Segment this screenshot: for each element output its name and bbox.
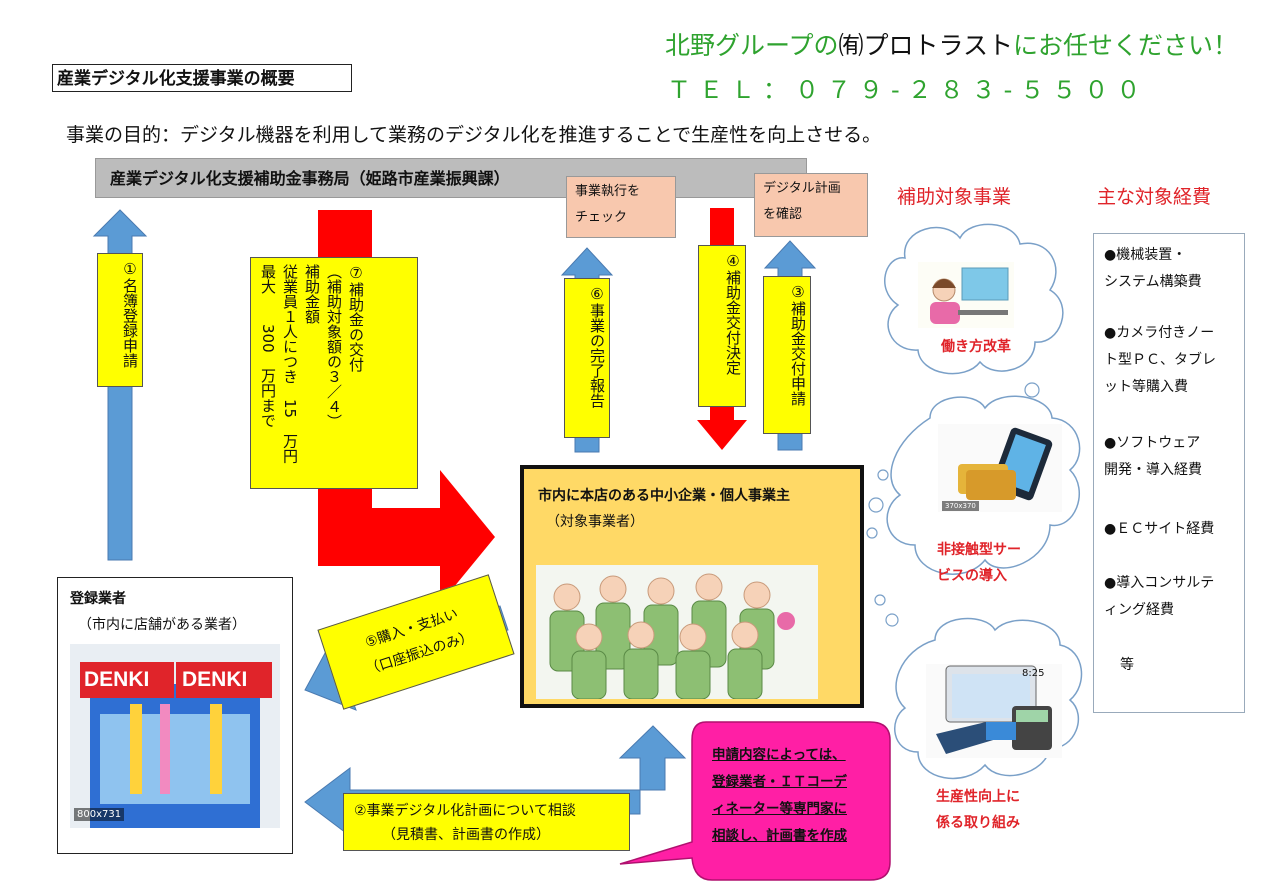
step7-line-1: ⑦補助金の交付 [347, 264, 365, 372]
expense-item-4: ●ＥＣサイト経費 [1104, 516, 1240, 543]
expense-1-line1: ●機械装置・ [1104, 247, 1187, 263]
store-sign-left: DENKI [84, 668, 150, 691]
step7-box: ⑦補助金の交付 （補助対象額の３／４） 補助金額 従業員１人につき 15 万円 … [250, 257, 418, 489]
step4-label: ④補助金交付決定 [698, 245, 746, 407]
expenses-box: ●機械装置・ システム構築費 ●カメラ付きノー ト型ＰＣ、タブレ ット等購入費 … [1093, 233, 1245, 713]
callout-line-1: 申請内容によっては、 [712, 747, 846, 763]
target-box: 市内に本店のある中小企業・個人事業主 （対象事業者） [520, 465, 864, 708]
work-style-illustration [918, 262, 1014, 328]
expense-4-line1: ●ＥＣサイト経費 [1104, 521, 1215, 537]
category-2-line2: ビスの導入 [937, 568, 1007, 584]
step2-line1: ②事業デジタル化計画について相談 [354, 803, 576, 819]
purpose-text: 事業の目的：デジタル機器を利用して業務のデジタル化を推進することで生産性を向上さ… [66, 124, 882, 146]
step3-label: ③補助金交付申請 [763, 276, 811, 434]
category-1-label: 働き方改革 [941, 339, 1011, 355]
category-3-line1: 生産性向上に [936, 789, 1020, 805]
expenses-title: 主な対象経費 [1097, 186, 1212, 208]
check-box: 事業執行を チェック [566, 176, 676, 238]
step1-label: ①名簿登録申請 [97, 253, 143, 387]
brand-company: ㈲プロトラスト [838, 31, 1014, 60]
expense-1-line2: システム構築費 [1104, 274, 1202, 290]
step7-line-4: 従業員１人につき 15 万円 [281, 264, 299, 464]
step2-line2: （見積書、計画書の作成） [382, 827, 550, 843]
expense-item-3: ●ソフトウェア 開発・導入経費 [1104, 430, 1240, 484]
vendor-image-size: 800x731 [74, 808, 125, 821]
contactless-image-size: 370x370 [942, 501, 979, 511]
step6-label: ⑥事業の完了報告 [564, 278, 610, 438]
productivity-illustration [926, 664, 1062, 758]
plan-box: デジタル計画 を確認 [754, 173, 868, 237]
callout-line-2: 登録業者・ＩＴコーデ [712, 774, 847, 790]
target-title: 市内に本店のある中小企業・個人事業主 [538, 488, 790, 504]
expense-item-2: ●カメラ付きノー ト型ＰＣ、タブレ ット等購入費 [1104, 320, 1240, 401]
page-title: 産業デジタル化支援事業の概要 [52, 64, 352, 92]
category-3-label: 生産性向上に 係る取り組み [936, 784, 1020, 836]
expense-item-5: ●導入コンサルテ ィング経費 [1104, 570, 1240, 624]
category-3-line2: 係る取り組み [936, 815, 1020, 831]
callout-line-4: 相談し、計画書を作成 [712, 828, 847, 844]
store-sign-right: DENKI [182, 668, 248, 691]
expense-3-line1: ●ソフトウェア [1104, 435, 1201, 451]
consult-up-arrow [618, 725, 687, 791]
brand-line: 北野グループの㈲プロトラストにお任せください！ [665, 26, 1238, 62]
vendor-title: 登録業者 [70, 591, 126, 607]
step2-label: ②事業デジタル化計画について相談 （見積書、計画書の作成） [343, 793, 630, 851]
step7-line-2: （補助対象額の３／４） [325, 264, 343, 429]
expense-2-line2: ト型ＰＣ、タブレ [1104, 352, 1216, 368]
office-bar: 産業デジタル化支援補助金事務局（姫路市産業振興課） [95, 158, 807, 198]
callout-line-3: ィネーター等専門家に [712, 801, 847, 817]
brand-suffix: にお任せください！ [1013, 31, 1239, 60]
expense-item-6: 等 [1120, 652, 1256, 679]
category-2-line1: 非接触型サー [937, 542, 1021, 558]
category-2-label: 非接触型サー ビスの導入 [937, 537, 1021, 589]
target-sub: （対象事業者） [546, 514, 644, 530]
contactless-illustration [938, 424, 1062, 512]
expense-2-line1: ●カメラ付きノー [1104, 325, 1215, 341]
step7-line-5: 最大 300 万円まで [259, 264, 277, 428]
clock-display: 8:25 [1022, 668, 1045, 679]
categories-title: 補助対象事業 [897, 186, 1012, 208]
callout-text: 申請内容によっては、 登録業者・ＩＴコーデ ィネーター等専門家に 相談し、計画書… [712, 742, 882, 850]
vendor-box: 登録業者 （市内に店舗がある業者） DENKI DENKI 800x731 [57, 577, 293, 854]
brand-prefix: 北野グループの [665, 31, 839, 60]
expense-2-line3: ット等購入費 [1104, 379, 1188, 395]
tel-number: ＴＥＬ：０７９-２８３-５５００ [667, 76, 1149, 104]
workers-illustration [536, 565, 818, 699]
expense-6-line1: 等 [1120, 657, 1134, 673]
expense-item-1: ●機械装置・ システム構築費 [1104, 242, 1240, 296]
vendor-sub: （市内に店舗がある業者） [78, 617, 246, 633]
expense-5-line1: ●導入コンサルテ [1104, 575, 1215, 591]
expense-3-line2: 開発・導入経費 [1104, 462, 1202, 478]
store-illustration [70, 644, 280, 828]
callout-shape [619, 721, 891, 881]
expense-5-line2: ィング経費 [1104, 602, 1174, 618]
step7-line-3: 補助金額 [303, 264, 321, 324]
